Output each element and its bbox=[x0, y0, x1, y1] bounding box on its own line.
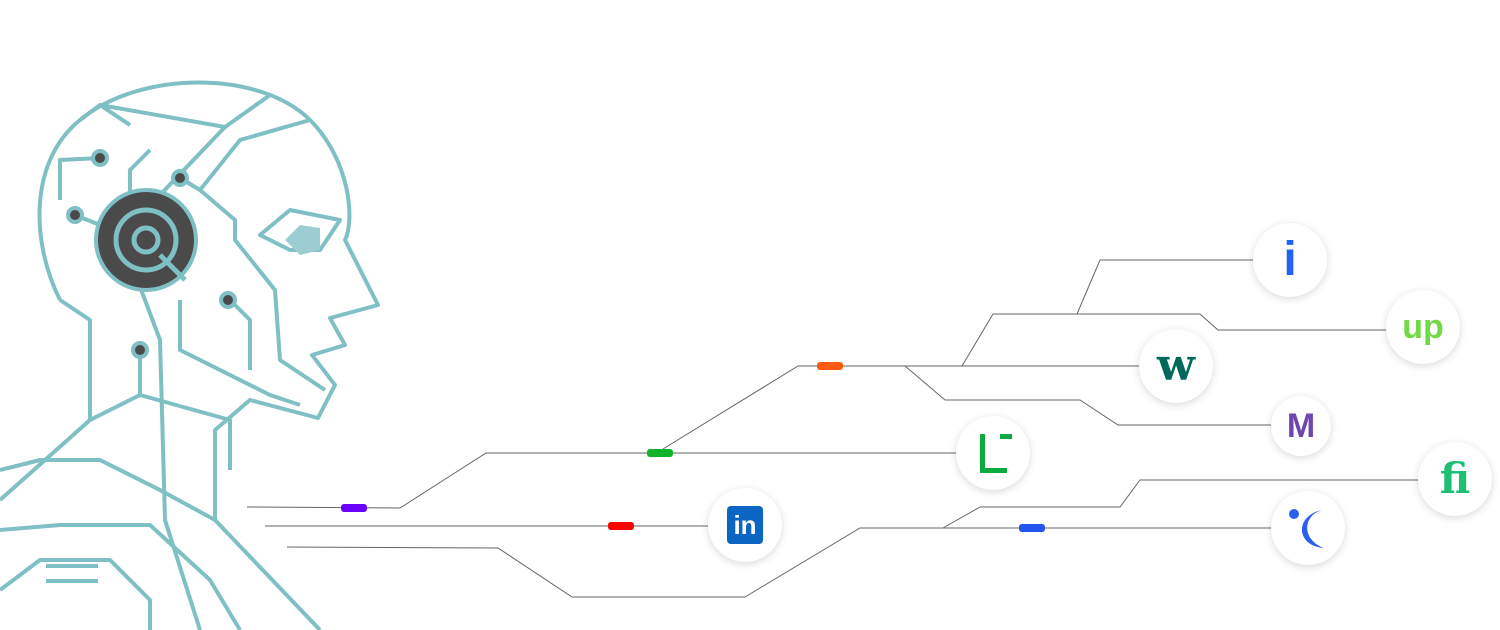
glassdoor-logo-node[interactable] bbox=[956, 416, 1030, 490]
linkedin-icon: in bbox=[727, 506, 763, 544]
linkedin-logo-node[interactable]: in bbox=[708, 488, 782, 562]
eye-shape bbox=[285, 225, 320, 255]
crescent-logo-node[interactable] bbox=[1271, 491, 1345, 565]
circuit-dots bbox=[66, 149, 237, 359]
fiverr-icon: fi bbox=[1439, 454, 1471, 503]
connector-pill-red bbox=[608, 522, 634, 530]
connector-pill-blue bbox=[1019, 524, 1045, 532]
upwork-logo-node[interactable]: up bbox=[1386, 290, 1460, 364]
indeed-icon: i bbox=[1283, 233, 1297, 286]
fiverr-logo-node[interactable]: fi bbox=[1418, 442, 1492, 516]
upwork-icon: up bbox=[1402, 308, 1444, 346]
monster-logo-node[interactable]: M bbox=[1271, 396, 1331, 456]
connector-pill-purple bbox=[341, 504, 367, 512]
connector-pill-orange bbox=[817, 362, 843, 370]
indeed-logo-node[interactable]: i bbox=[1253, 223, 1327, 297]
ear-target-icon bbox=[94, 188, 198, 292]
connector-lines bbox=[246, 259, 1420, 598]
crescent-icon bbox=[1289, 509, 1324, 548]
workable-icon: w bbox=[1157, 340, 1195, 391]
connector-pill-green bbox=[647, 449, 673, 457]
workable-logo-node[interactable]: w bbox=[1139, 329, 1213, 403]
monster-icon: M bbox=[1286, 407, 1316, 445]
glassdoor-icon bbox=[979, 433, 1012, 473]
robot-head-outline bbox=[0, 80, 380, 630]
